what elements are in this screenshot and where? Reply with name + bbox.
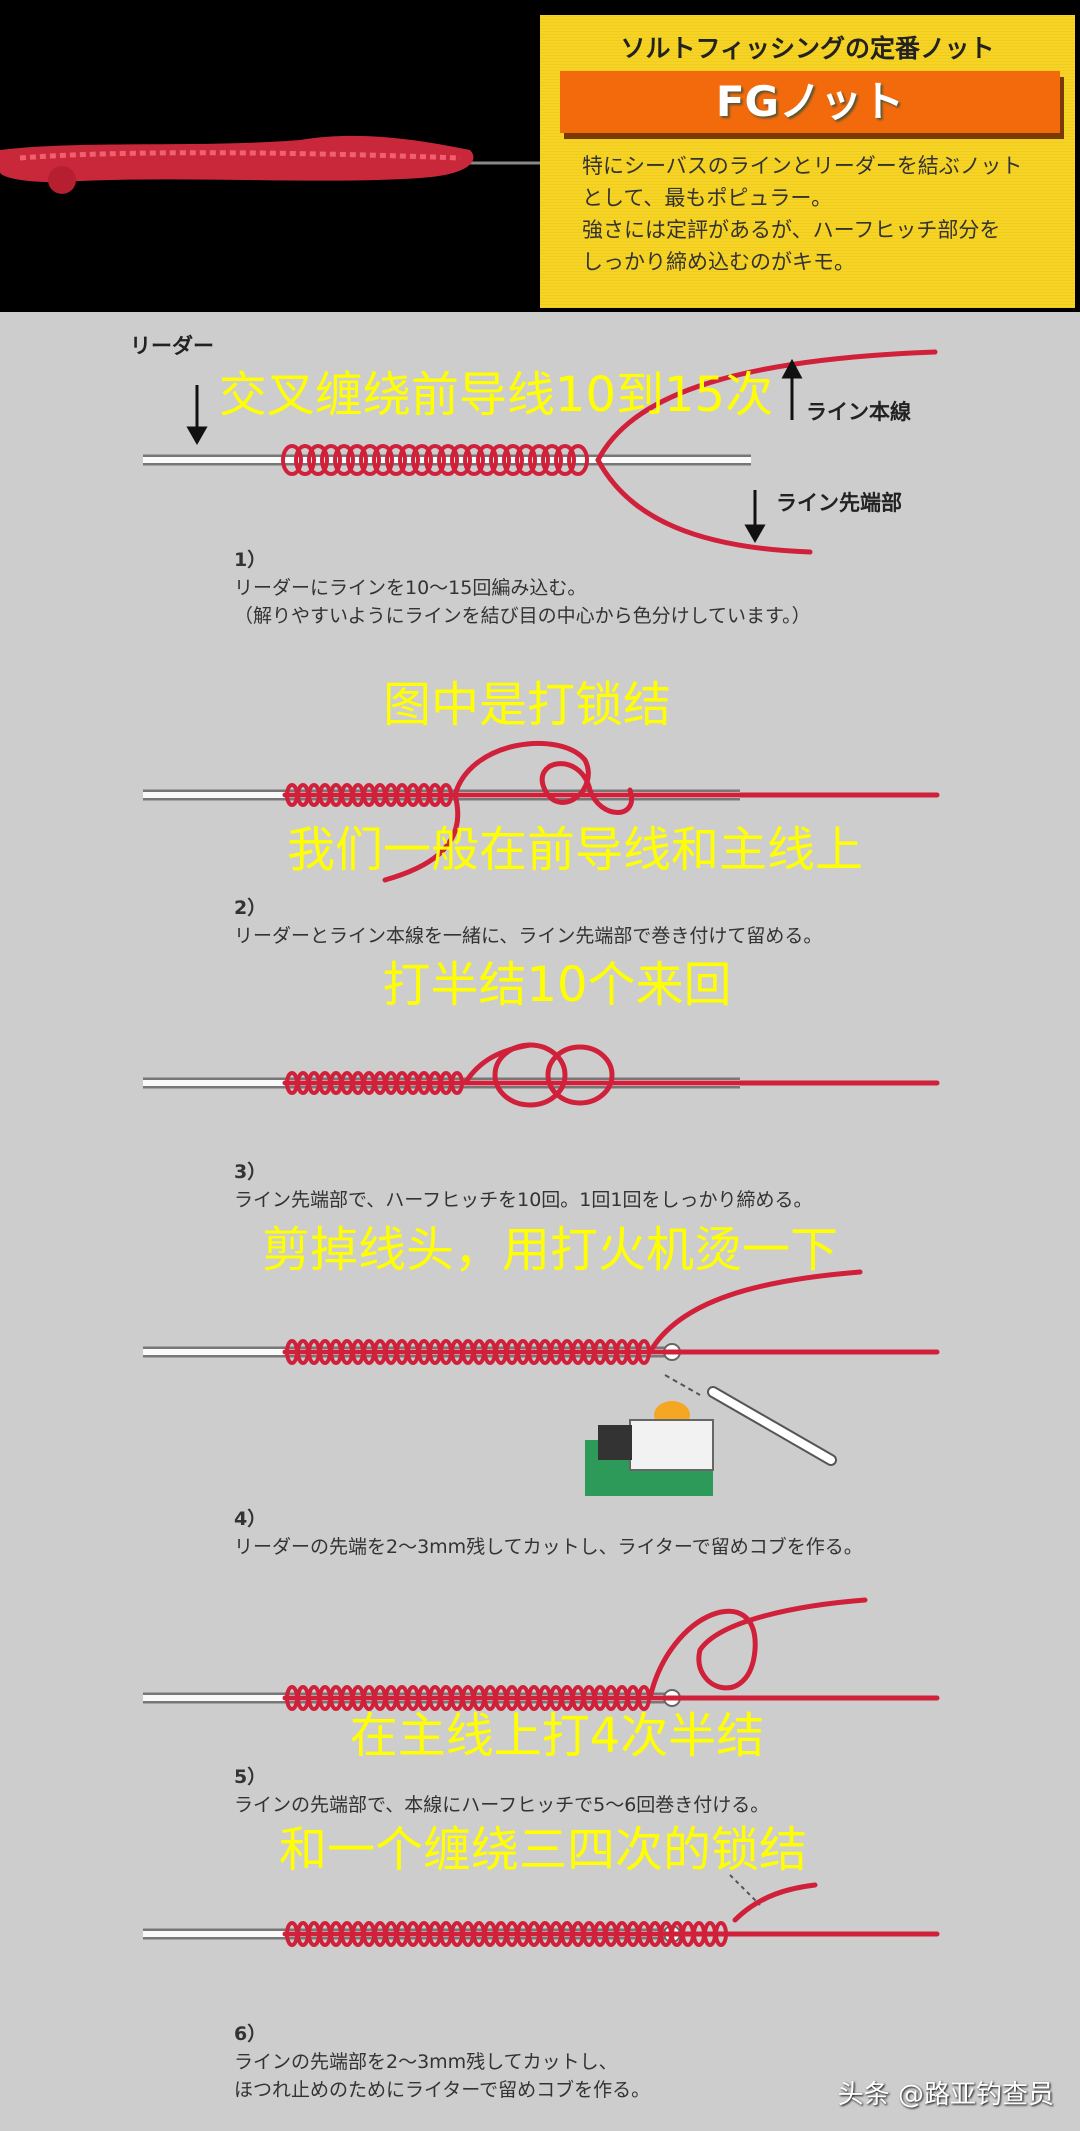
wrap-coil [346,444,368,476]
wrap-coil [450,1071,464,1095]
watermark: 头条 @路亚钓查员 [837,2080,1054,2110]
arrows [186,358,803,544]
wrap-coil [515,444,537,476]
wrap-coil [476,444,498,476]
overlay-caption: 打半结10个来回 [382,957,732,1013]
wrap-coil [385,444,407,476]
step-text: リーダーの先端を2～3mm残してカットし、ライターで留めコブを作る。 [234,1536,863,1558]
wrap-coil [372,444,394,476]
wrap-coil [489,444,511,476]
step-3-caption: 3） ライン先端部で、ハーフヒッチを10回。1回1回をしっかり締める。 [234,1158,812,1214]
wrap-coil [281,444,303,476]
step-text: ほつれ止めのためにライターで留めコブを作る。 [234,2079,651,2101]
step-number: 1） [234,549,267,571]
tag-end [595,457,813,555]
tag-end [382,792,461,883]
overlay-caption: 我们一般在前导线和主线上 [286,822,864,878]
cut-mark [729,1874,761,1906]
wrap-coil [307,444,329,476]
wrap-coil [502,444,524,476]
wrap-coil [294,444,316,476]
step-4-caption: 4） リーダーの先端を2～3mm残してカットし、ライターで留めコブを作る。 [234,1505,863,1561]
wrap-coil [554,444,576,476]
wrap-coil [424,444,446,476]
wrap-coil [714,1921,728,1947]
tag-end [462,1042,533,1086]
wrap-coil [463,444,485,476]
tag-end [452,740,635,815]
wrap-coil [567,444,589,476]
wrap-coil [437,444,459,476]
step-text: ラインの先端部を2～3mm残してカットし、 [234,2051,618,2073]
knot-photo [0,135,540,194]
step-6-caption: 6） ラインの先端部を2～3mm残してカットし、 ほつれ止めのためにライターで留… [234,2020,650,2104]
description-line: しっかり締め込むのがキモ。 [582,250,855,274]
tag-end [732,1882,818,1923]
tag-end [647,1597,868,1701]
step-text: リーダーとライン本線を一緒に、ライン先端部で巻き付けて留める。 [234,925,823,947]
wrap-coil [320,444,342,476]
step-text: （解りやすいようにラインを結び目の中心から色分けしています。） [234,605,811,627]
lighter [585,1374,837,1496]
step-number: 2） [234,897,267,919]
step-2-caption: 2） リーダーとライン本線を一緒に、ライン先端部で巻き付けて留める。 [234,894,822,950]
step-number: 5） [234,1766,267,1788]
wrap-coil [333,444,355,476]
step-text: リーダーにラインを10～15回編み込む。 [234,577,587,599]
step-number: 6） [234,2023,267,2045]
wrap-coil [398,444,420,476]
step-number: 4） [234,1508,267,1530]
wrap-coil [450,444,472,476]
half-hitch-loop [492,1042,568,1108]
tag-end [647,1269,863,1355]
tag-end-label: ライン先端部 [776,491,902,515]
step-5-caption: 5） ラインの先端部で、本線にハーフヒッチで5～6回巻き付ける。 [234,1763,769,1819]
wrap-coil [528,444,550,476]
overlay-caption: 剪掉线头，用打火机烫一下 [261,1222,839,1278]
main-line [595,349,938,463]
knot-title: FGノット [560,71,1060,133]
step-number: 3） [234,1161,267,1183]
overlay-caption: 在主线上打4次半结 [349,1708,765,1764]
wrap-coil [541,444,563,476]
description-line: として、最もポピュラー。 [582,186,833,210]
description-line: 強さには定評があるが、ハーフヒッチ部分を [582,218,1001,242]
info-box: ソルトフィッシングの定番ノット FGノット 特にシーバスのラインとリーダーを結ぶ… [540,15,1075,308]
wrap-coil [411,444,433,476]
overlay-caption: 和一个缠绕三四次的锁结 [278,1822,808,1878]
step-text: ライン先端部で、ハーフヒッチを10回。1回1回をしっかり締める。 [234,1189,813,1211]
overlay-caption: 交叉缠绕前导线10到15次 [218,367,774,423]
description-line: 特にシーバスのラインとリーダーを結ぶノット [582,154,1023,178]
description: 特にシーバスのラインとリーダーを結ぶノット として、最もポピュラー。 強さには定… [582,150,1062,278]
knot-photo-banner: ソルトフィッシングの定番ノット FGノット 特にシーバスのラインとリーダーを結ぶ… [0,0,1080,312]
step-1-caption: 1） リーダーにラインを10～15回編み込む。 （解りやすいようにラインを結び目… [234,546,811,630]
wrap-coil [439,783,453,807]
leader-label: リーダー [130,334,214,358]
step-text: ラインの先端部で、本線にハーフヒッチで5～6回巻き付ける。 [234,1794,770,1816]
wrap-coil [359,444,381,476]
subtitle: ソルトフィッシングの定番ノット [620,34,995,63]
half-hitch-loop [545,1044,615,1106]
overlay-caption: 图中是打锁结 [382,677,672,733]
main-line-label: ライン本線 [806,400,911,424]
